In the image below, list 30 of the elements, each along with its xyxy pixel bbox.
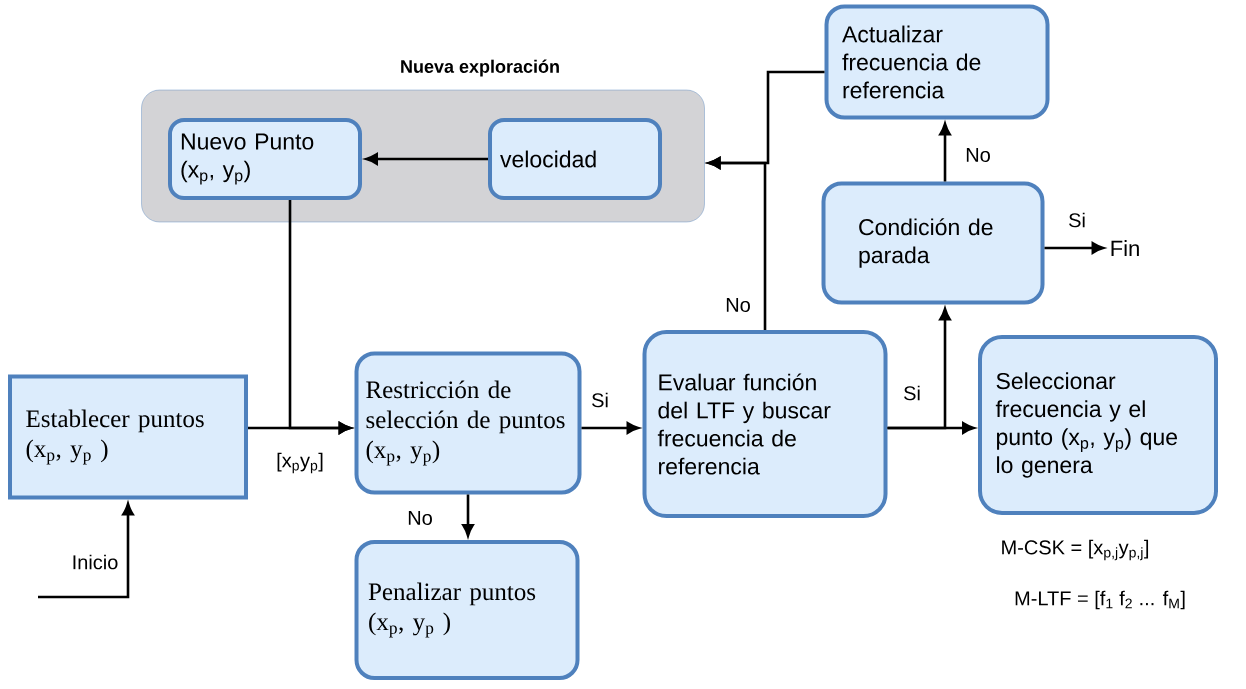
process-box: Actualizar frecuencia de referencia [824, 4, 1050, 120]
edge-label: Si [1067, 211, 1087, 229]
formula-text: M-LTF = [f$_{1}$ f$_{2}$ ... f$_{M}$] [1015, 590, 1185, 610]
process-box: velocidad [488, 118, 662, 200]
arrow [581, 422, 640, 434]
process-box: Penalizar puntos (x$_{p}$, y$_{p}$ ) [354, 540, 580, 680]
formula-text: M-CSK = [x$_{p,j}$y$_{p,j}$] [1002, 539, 1149, 561]
edge-label: Si [590, 391, 610, 409]
arrow [462, 494, 474, 537]
arrow [887, 307, 951, 430]
arrow [708, 70, 825, 169]
process-box: Nuevo Punto (x$_{p}$, y$_{p}$) [168, 118, 362, 200]
process-box: Evaluar función del LTF y buscar frecuencia de referencia [642, 330, 888, 518]
edge-label: No [964, 147, 992, 163]
edge-label: Inicio [70, 553, 120, 571]
process-box: Seleccionar frecuencia y el punto (x$_{p}$, y$_{p}$) que lo genera [978, 335, 1218, 515]
arrow [939, 122, 951, 182]
process-box: Restricción de selección de puntos (x$_{p}$, y$_{p}$) [354, 351, 582, 495]
arrow [1044, 242, 1105, 254]
edge-label: Si [902, 384, 922, 402]
arrow [365, 153, 488, 165]
arrow [38, 502, 134, 599]
process-box: Condición de parada [821, 181, 1045, 305]
edge-label: No [406, 510, 434, 526]
node-label: Nueva exploración [401, 59, 559, 77]
edge-label: [x$_{p}$y$_{p}$] [275, 451, 325, 475]
end-text: Fin [1111, 240, 1139, 256]
arrow [288, 200, 352, 434]
edge-label: No [724, 297, 752, 313]
process-box: Establecer puntos (x$_{p}$, y$_{p}$ ) [8, 374, 248, 500]
